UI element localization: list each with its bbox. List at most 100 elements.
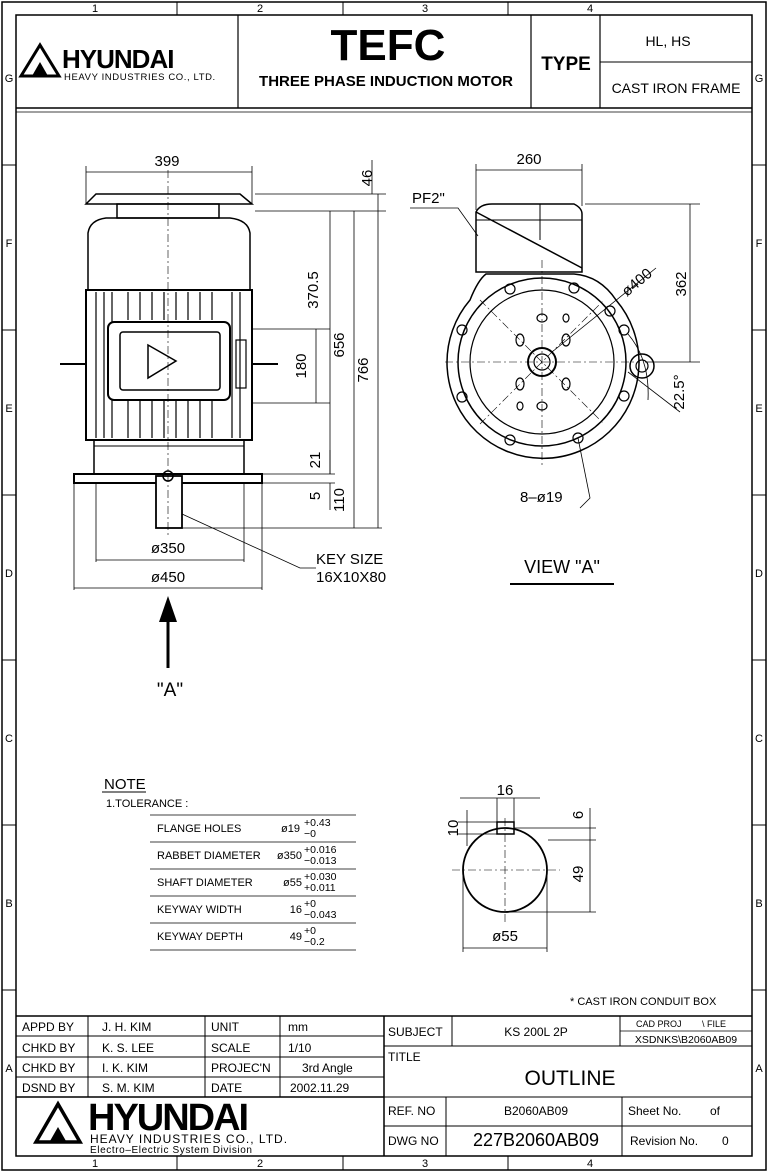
zone-labels: 1 2 3 4 1 2 3 4 G F E D C B A G F E D C … (5, 3, 764, 1170)
chkd2-value: I. K. KIM (102, 1061, 148, 1075)
tol-nominal-4: 49 (290, 931, 302, 943)
dsnd-value: S. M. KIM (102, 1081, 155, 1095)
sheet-label: Sheet No. (628, 1104, 681, 1118)
tol-label-4: KEYWAY DEPTH (157, 931, 243, 943)
title-block-logo-text: HYUNDAI (88, 1097, 248, 1139)
projection-label: PROJEC'N (211, 1061, 271, 1075)
appd-value: J. H. KIM (102, 1020, 151, 1034)
dwg-label: DWG NO (388, 1134, 439, 1148)
dim-dia400: ø400 (619, 265, 656, 300)
dim-10: 10 (445, 820, 462, 837)
dim-pf2: PF2" (412, 190, 445, 207)
of-label: of (710, 1104, 721, 1118)
zone-col-3-bottom: 3 (422, 1158, 428, 1170)
tol-label-1: RABBET DIAMETER (157, 850, 261, 862)
shaft-detail (452, 797, 596, 952)
zone-col-1: 1 (92, 3, 98, 15)
zone-row-f-right: F (756, 238, 763, 250)
zone-col-3: 3 (422, 3, 428, 15)
tol-label-3: KEYWAY WIDTH (157, 904, 242, 916)
note-tolerance: 1.TOLERANCE : (106, 798, 188, 810)
cad-proj-label: CAD PROJ (636, 1019, 682, 1029)
front-view-dims: 260 PF2" ø400 362 22.5° 8–ø19 VIEW "A" (412, 151, 690, 577)
tol-nominal-2: ø55 (283, 877, 302, 889)
tol-upper-4: +0 (304, 925, 316, 937)
dim-362: 362 (673, 271, 690, 296)
frame-type: CAST IRON FRAME (612, 80, 741, 96)
tol-label-2: SHAFT DIAMETER (157, 877, 253, 889)
dim-370-5: 370.5 (305, 271, 322, 309)
zone-col-1-bottom: 1 (92, 1158, 98, 1170)
zone-row-b: B (5, 898, 12, 910)
title-label: TITLE (388, 1050, 421, 1064)
zone-row-g: G (5, 73, 14, 85)
dim-16: 16 (497, 782, 514, 799)
scale-label: SCALE (211, 1041, 250, 1055)
tol-nominal-1: ø350 (277, 850, 302, 862)
note-heading: NOTE (104, 776, 146, 793)
chkd1-value: K. S. LEE (102, 1041, 154, 1055)
zone-row-e-right: E (755, 403, 762, 415)
tol-lower-2: +0.011 (304, 882, 336, 894)
tol-upper-3: +0 (304, 898, 316, 910)
dim-49: 49 (570, 866, 587, 883)
zone-row-c-right: C (755, 733, 763, 745)
dim-766: 766 (355, 357, 372, 382)
chkd1-label: CHKD BY (22, 1041, 75, 1055)
tol-upper-1: +0.016 (304, 844, 337, 856)
header-block: HYUNDAI HEAVY INDUSTRIES CO., LTD. TEFC … (16, 15, 752, 113)
tol-lower-4: −0.2 (304, 936, 325, 948)
appd-label: APPD BY (22, 1020, 74, 1034)
zone-col-4: 4 (587, 3, 593, 15)
zone-row-f: F (6, 238, 13, 250)
date-value: 2002.11.29 (290, 1081, 349, 1095)
tol-nominal-0: ø19 (281, 823, 300, 835)
zone-row-b-right: B (755, 898, 762, 910)
title-block (16, 1015, 752, 1156)
dim-angle: 22.5° (671, 374, 688, 409)
header-logo-text: HYUNDAI (62, 44, 173, 74)
rev-label: Revision No. (630, 1134, 698, 1148)
dim-5: 5 (307, 492, 324, 500)
zone-row-g-right: G (755, 73, 764, 85)
dim-399: 399 (154, 153, 179, 170)
dim-46: 46 (359, 170, 376, 187)
ref-label: REF. NO (388, 1104, 435, 1118)
dim-21: 21 (307, 452, 324, 469)
tol-upper-0: +0.43 (304, 817, 331, 829)
dim-dia450: ø450 (151, 569, 185, 586)
date-label: DATE (211, 1081, 242, 1095)
title-block-company: HEAVY INDUSTRIES CO., LTD. (90, 1132, 288, 1146)
zone-row-d: D (5, 568, 13, 580)
zone-row-e: E (5, 403, 12, 415)
front-view (410, 164, 700, 509)
zone-col-4-bottom: 4 (587, 1158, 593, 1170)
zone-row-a-right: A (755, 1063, 763, 1075)
tol-lower-3: −0.043 (304, 909, 337, 921)
dim-holes: 8–ø19 (520, 489, 563, 506)
zone-col-2: 2 (257, 3, 263, 15)
chkd2-label: CHKD BY (22, 1061, 75, 1075)
tol-upper-2: +0.030 (304, 871, 337, 883)
dwg-value: 227B2060AB09 (473, 1130, 599, 1150)
key-size-label: KEY SIZE (316, 551, 383, 568)
zone-row-c: C (5, 733, 13, 745)
header-subtitle: THREE PHASE INDUCTION MOTOR (259, 73, 513, 90)
dim-110: 110 (331, 488, 348, 512)
zone-row-d-right: D (755, 568, 763, 580)
header-title: TEFC (331, 21, 446, 70)
cad-value: XSDNKS\B2060AB09 (635, 1034, 737, 1046)
tol-label-0: FLANGE HOLES (157, 823, 241, 835)
title-block-division: Electro–Electric System Division (90, 1145, 253, 1156)
unit-label: UNIT (211, 1020, 240, 1034)
tol-lower-1: −0.013 (304, 855, 337, 867)
tol-nominal-3: 16 (290, 904, 302, 916)
dim-180: 180 (293, 353, 310, 378)
key-size-value: 16X10X80 (316, 569, 386, 586)
type-label: TYPE (541, 54, 591, 75)
side-view (60, 160, 386, 668)
dim-260: 260 (516, 151, 541, 168)
unit-value: mm (288, 1020, 308, 1034)
title-value: OUTLINE (524, 1067, 615, 1090)
